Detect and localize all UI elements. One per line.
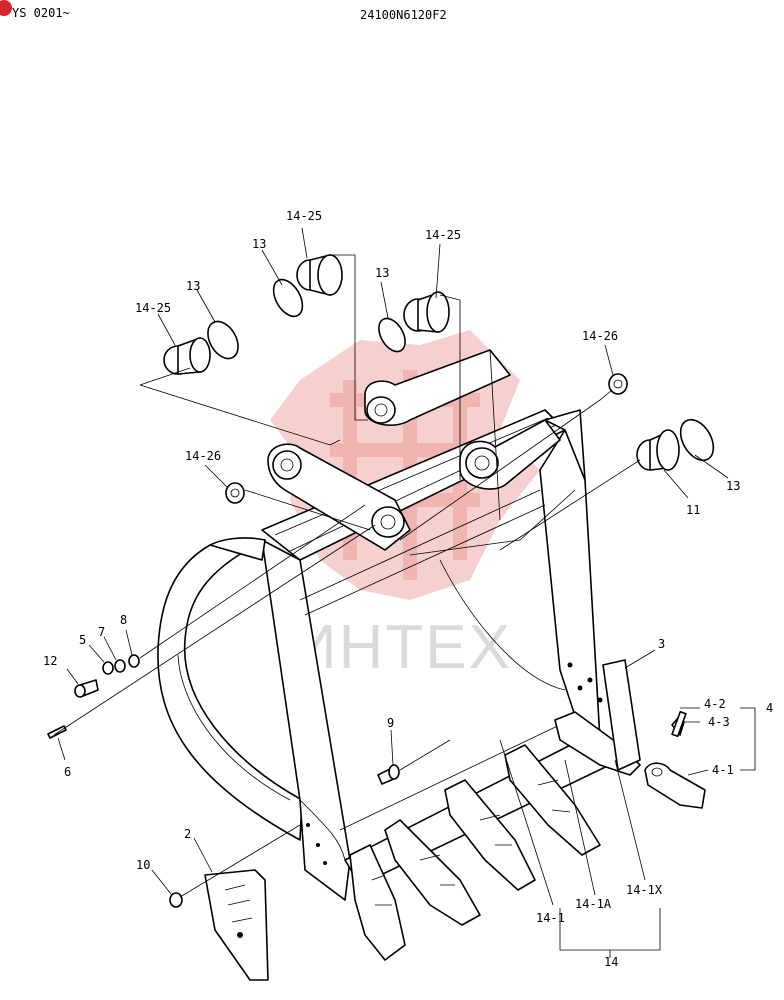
assembly-lines (53, 254, 641, 898)
shim-14-26-left (225, 482, 245, 504)
callout-4-2: 4-2 (704, 697, 726, 711)
callout-6: 6 (64, 765, 71, 779)
callout-14-25-upper: 14-25 (286, 209, 322, 223)
bushing-14-25-upper (296, 254, 343, 296)
callout-14: 14 (604, 955, 618, 969)
callout-8: 8 (120, 613, 127, 627)
callout-14-26-right: 14-26 (582, 329, 618, 343)
callout-4: 4 (766, 701, 773, 715)
pin-6 (47, 725, 67, 739)
washer-5 (102, 661, 114, 675)
callout-13-upper: 13 (252, 237, 266, 251)
pin-11 (636, 429, 680, 471)
drawing-number: 24100N6120F2 (360, 8, 447, 22)
callout-14-1: 14-1 (536, 911, 565, 925)
bolt-12 (74, 679, 99, 698)
washer-7 (114, 659, 126, 673)
bucket-teeth (349, 711, 641, 961)
callout-5: 5 (79, 633, 86, 647)
side-cutter (602, 659, 641, 771)
callout-3: 3 (658, 637, 665, 651)
callout-14-1a: 14-1A (575, 897, 612, 911)
callout-labels: 14-25 13 14-25 13 13 14-25 14-26 14-26 1… (43, 209, 773, 969)
leader-lines (57, 227, 756, 958)
nut-10 (169, 892, 183, 908)
callout-14-1x: 14-1X (626, 883, 663, 897)
bushing-14-25-right (403, 291, 450, 333)
callout-12: 12 (43, 654, 57, 668)
callout-13-left: 13 (186, 279, 200, 293)
callout-14-26-left: 14-26 (185, 449, 221, 463)
mounting-bracket-rear (364, 349, 511, 426)
o-ring-13-right (679, 418, 715, 462)
callout-13-mid: 13 (375, 266, 389, 280)
callout-14-25-left: 14-25 (135, 301, 171, 315)
side-shroud-plate (204, 869, 269, 981)
callout-4-1: 4-1 (712, 763, 734, 777)
side-plate-holes (306, 662, 603, 865)
mounting-bracket-front-right (459, 419, 561, 490)
o-ring-13-mid (378, 317, 406, 353)
tooth-assembly-4 (644, 710, 706, 809)
watermark-text: ИНТЕХ (292, 613, 512, 682)
o-ring-13-left (207, 320, 239, 360)
callout-4-3: 4-3 (708, 715, 730, 729)
corner-marker-icon (0, 0, 12, 16)
callout-9: 9 (387, 716, 394, 730)
callout-14-25-right: 14-25 (425, 228, 461, 242)
shim-14-26-right (608, 373, 628, 395)
bushing-14-25-left (163, 337, 211, 375)
o-ring-13-upper (272, 278, 304, 318)
nut-8 (128, 654, 140, 668)
callout-11: 11 (686, 503, 700, 517)
serial-range: YS 0201~ (12, 6, 70, 20)
mounting-bracket-front-left (267, 443, 411, 551)
callout-13-right: 13 (726, 479, 740, 493)
callout-10: 10 (136, 858, 150, 872)
callout-7: 7 (98, 625, 105, 639)
bolt-9 (377, 764, 400, 785)
callout-2: 2 (184, 827, 191, 841)
